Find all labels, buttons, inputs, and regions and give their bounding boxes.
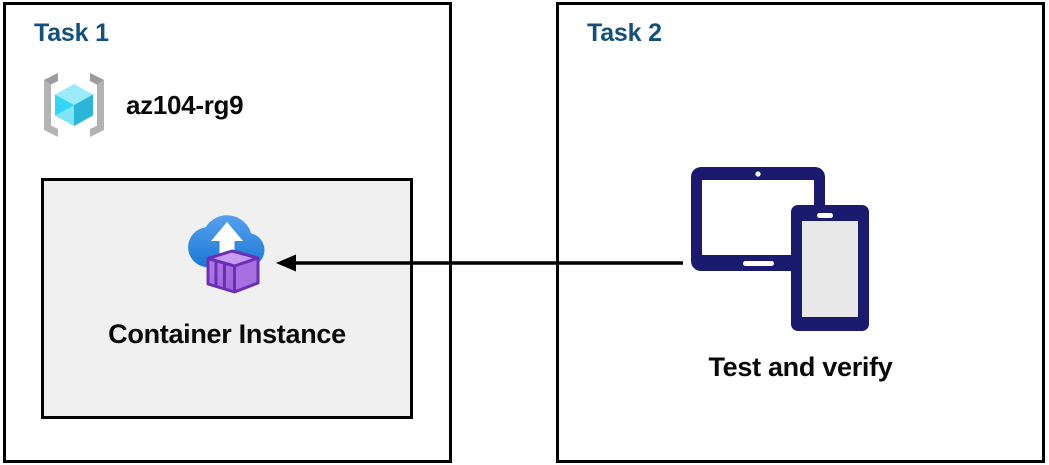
task-1-title: Task 1 [34,19,109,47]
container-instance-box: Container Instance [41,178,413,419]
container-instance-icon [188,215,265,294]
test-and-verify-label: Test and verify [708,352,893,382]
container-instance-label: Container Instance [108,319,346,349]
resource-group-label: az104-rg9 [126,89,244,120]
resource-group-row: az104-rg9 [36,67,244,143]
resource-group-icon [44,73,104,137]
task-1-panel: Task 1 az104-rg9 [3,2,452,463]
devices-icon [691,167,869,331]
task-2-panel: Task 2 Test and verify [556,2,1045,463]
task-2-title: Task 2 [587,19,662,47]
